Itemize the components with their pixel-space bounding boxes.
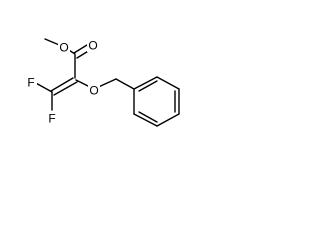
ring-bond-4 [156,113,180,127]
ring-bond-1 [133,76,158,90]
chemical-structure-diagram: O O O F F [25,38,180,127]
ring-inner-bond-1 [138,80,158,92]
atom-o-ester: O [59,41,68,55]
ring-inner-bond-3 [138,111,158,123]
ring-bond-5 [133,113,158,127]
bond-alkene-double-2 [53,81,78,96]
atom-o-carbonyl: O [88,39,97,53]
atom-o-ether: O [89,84,98,98]
bond-alkene-double-1 [50,77,74,92]
atom-f-top: F [27,76,34,90]
bond-carbonyl-double-1 [73,44,88,54]
atom-labels: O O O F F [25,38,100,126]
atom-f-bottom: F [48,112,55,126]
ring-bond-2 [156,76,180,90]
bond-ch2-phenyl [115,78,135,90]
